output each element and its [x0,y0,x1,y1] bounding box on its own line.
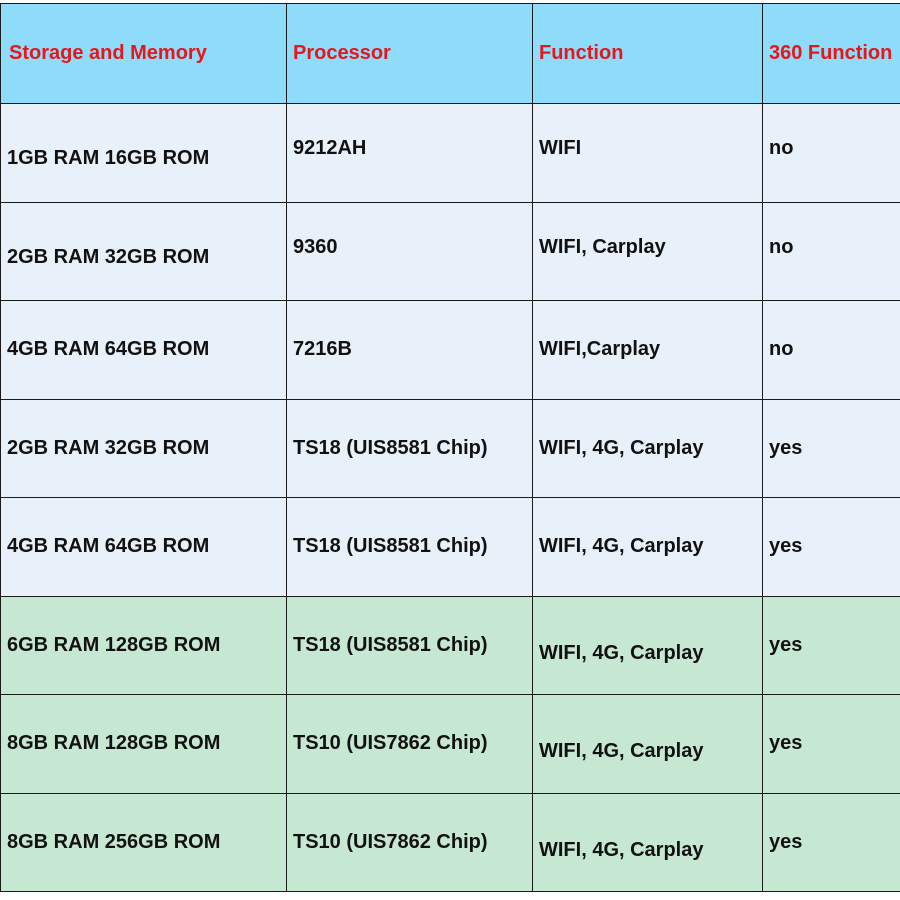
function-cell: WIFI, 4G, Carplay [532,694,763,794]
header-cell-360-function: 360 Function [762,3,900,104]
processor-cell: TS10 (UIS7862 Chip) [286,694,533,794]
function-360-cell: no [762,300,900,400]
function-360-cell: yes [762,792,900,892]
table-row: 4GB RAM 64GB ROM 7216B WIFI,Carplay no [0,300,900,400]
function-360-cell: no [762,201,900,301]
memory-cell: 8GB RAM 128GB ROM [0,694,287,794]
processor-cell: TS18 (UIS8581 Chip) [286,595,533,695]
header-cell-function: Function [532,3,763,104]
memory-cell: 1GB RAM 16GB ROM [0,103,287,203]
memory-cell: 2GB RAM 32GB ROM [0,201,287,301]
memory-cell: 2GB RAM 32GB ROM [0,398,287,498]
function-cell: WIFI, 4G, Carplay [532,497,763,597]
function-360-cell: yes [762,497,900,597]
function-cell: WIFI, 4G, Carplay [532,792,763,892]
table-row: 2GB RAM 32GB ROM 9360 WIFI, Carplay no [0,201,900,301]
function-cell: WIFI [532,103,763,203]
memory-cell: 6GB RAM 128GB ROM [0,595,287,695]
function-360-cell: yes [762,595,900,695]
processor-cell: TS18 (UIS8581 Chip) [286,398,533,498]
header-cell-storage: Storage and Memory [0,3,287,104]
function-cell: WIFI, 4G, Carplay [532,398,763,498]
table-row: 8GB RAM 256GB ROM TS10 (UIS7862 Chip) WI… [0,792,900,892]
function-360-cell: yes [762,694,900,794]
processor-cell: TS10 (UIS7862 Chip) [286,792,533,892]
function-cell: WIFI, Carplay [532,201,763,301]
processor-cell: 7216B [286,300,533,400]
table-row: 2GB RAM 32GB ROM TS18 (UIS8581 Chip) WIF… [0,398,900,498]
function-cell: WIFI, 4G, Carplay [532,595,763,695]
table-row: 8GB RAM 128GB ROM TS10 (UIS7862 Chip) WI… [0,694,900,794]
processor-cell: 9360 [286,201,533,301]
processor-cell: TS18 (UIS8581 Chip) [286,497,533,597]
table-row: 4GB RAM 64GB ROM TS18 (UIS8581 Chip) WIF… [0,497,900,597]
memory-cell: 8GB RAM 256GB ROM [0,792,287,892]
header-cell-processor: Processor [286,3,533,104]
memory-cell: 4GB RAM 64GB ROM [0,300,287,400]
table-row: 1GB RAM 16GB ROM 9212AH WIFI no [0,103,900,203]
memory-cell: 4GB RAM 64GB ROM [0,497,287,597]
function-360-cell: yes [762,398,900,498]
table-row: 6GB RAM 128GB ROM TS18 (UIS8581 Chip) WI… [0,595,900,695]
processor-cell: 9212AH [286,103,533,203]
function-360-cell: no [762,103,900,203]
function-cell: WIFI,Carplay [532,300,763,400]
header-row: Storage and Memory Processor Function 36… [0,3,900,104]
spec-table: Storage and Memory Processor Function 36… [0,3,900,892]
